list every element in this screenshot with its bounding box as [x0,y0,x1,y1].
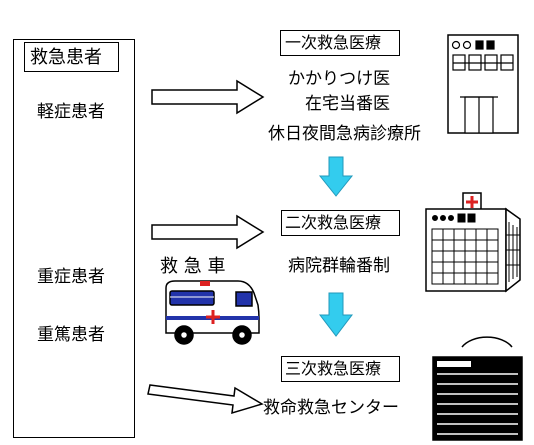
arrow-mild-to-primary [151,79,265,115]
ambulance-label: 救 急 車 [160,256,226,277]
down-arrow-secondary-to-tertiary [318,292,354,337]
patients-mild: 軽症患者 [37,102,105,122]
ambulance-icon [165,280,260,345]
emergency-center-building-icon [432,336,523,441]
patients-severe: 重症患者 [37,267,105,287]
down-arrow-primary-to-secondary [318,156,354,197]
primary-item-2: 在宅当番医 [305,94,390,114]
secondary-title: 二次救急医療 [285,213,382,232]
secondary-item: 病院群輪番制 [288,256,390,276]
tertiary-title-box [281,356,400,382]
primary-title-box [280,30,400,56]
primary-item-3: 休日夜間急病診療所 [268,124,421,144]
patients-critical: 重篤患者 [37,325,105,345]
patients-header: 救急患者 [30,47,102,68]
hospital-building-icon [425,192,521,293]
tertiary-item: 救命救急センター [263,398,399,418]
tertiary-title: 三次救急医療 [285,359,382,378]
secondary-title-box [281,210,400,236]
arrow-critical-to-tertiary [147,384,264,415]
patients-column [13,39,135,438]
arrow-severe-to-secondary [151,214,265,250]
patients-header-box [24,42,119,72]
primary-item-1: かかりつけ医 [288,69,391,89]
clinic-building-icon [447,34,519,134]
primary-title: 一次救急医療 [285,33,382,52]
